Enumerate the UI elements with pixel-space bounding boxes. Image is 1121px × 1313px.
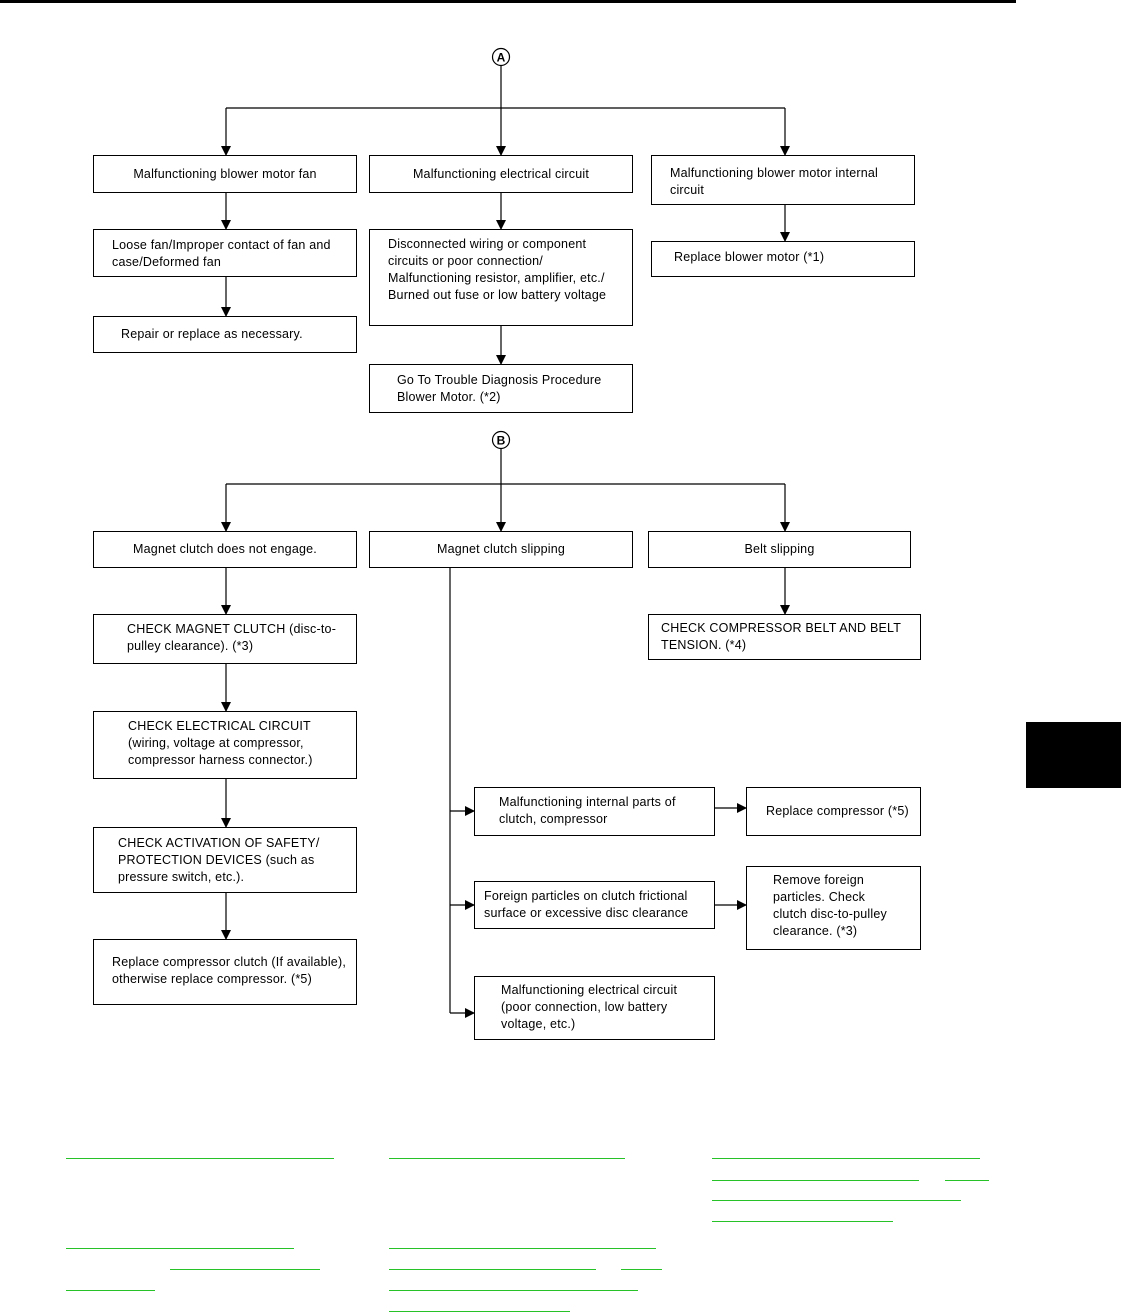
- reference-link[interactable]: [170, 1269, 320, 1270]
- check-electrical-box: CHECK ELECTRICAL CIRCUIT (wiring, voltag…: [93, 711, 357, 779]
- reference-link[interactable]: [712, 1200, 961, 1201]
- reference-link[interactable]: [712, 1158, 980, 1159]
- clutch-not-engage-box: Magnet clutch does not engage.: [93, 531, 357, 568]
- connector-a-circle: [491, 47, 511, 67]
- connector-b-circle: [491, 430, 511, 450]
- reference-link[interactable]: [389, 1290, 638, 1291]
- reference-link[interactable]: [621, 1269, 662, 1270]
- remove-particles-box: Remove foreign particles. Check clutch d…: [746, 866, 921, 950]
- reference-link[interactable]: [66, 1158, 334, 1159]
- connector-a-label: A: [497, 51, 506, 65]
- check-magnet-clutch-box: CHECK MAGNET CLUTCH (disc-to-pulley clea…: [93, 614, 357, 664]
- replace-compressor-box: Replace compressor (*5): [746, 787, 921, 836]
- reference-link[interactable]: [712, 1221, 893, 1222]
- reference-link[interactable]: [389, 1311, 570, 1312]
- connector-b-label: B: [497, 434, 506, 448]
- replace-blower-box: Replace blower motor (*1): [651, 241, 915, 277]
- internal-parts-box: Malfunctioning internal parts of clutch,…: [474, 787, 715, 836]
- blower-internal-box: Malfunctioning blower motor internal cir…: [651, 155, 915, 205]
- belt-slipping-box: Belt slipping: [648, 531, 911, 568]
- reference-link[interactable]: [66, 1248, 294, 1249]
- electrical-circuit-cause-box: Disconnected wiring or component circuit…: [369, 229, 633, 326]
- check-safety-devices-box: CHECK ACTIVATION OF SAFETY/ PROTECTION D…: [93, 827, 357, 893]
- reference-link[interactable]: [66, 1290, 155, 1291]
- reference-link[interactable]: [945, 1180, 989, 1181]
- blower-fan-cause-box: Loose fan/Improper contact of fan and ca…: [93, 229, 357, 277]
- electrical-circuit-slip-box: Malfunctioning electrical circuit (poor …: [474, 976, 715, 1040]
- reference-link[interactable]: [712, 1180, 919, 1181]
- reference-link[interactable]: [389, 1158, 625, 1159]
- trouble-diagnosis-box: Go To Trouble Diagnosis Procedure Blower…: [369, 364, 633, 413]
- header-rule: [0, 0, 1016, 3]
- replace-clutch-box: Replace compressor clutch (If available)…: [93, 939, 357, 1005]
- blower-fan-action-box: Repair or replace as necessary.: [93, 316, 357, 353]
- clutch-slipping-box: Magnet clutch slipping: [369, 531, 633, 568]
- foreign-particles-box: Foreign particles on clutch frictional s…: [474, 881, 715, 929]
- check-belt-box: CHECK COMPRESSOR BELT AND BELT TENSION. …: [648, 614, 921, 660]
- reference-link[interactable]: [389, 1269, 596, 1270]
- reference-link[interactable]: [389, 1248, 656, 1249]
- blower-fan-box: Malfunctioning blower motor fan: [93, 155, 357, 193]
- section-tab: [1026, 722, 1121, 788]
- electrical-circuit-box: Malfunctioning electrical circuit: [369, 155, 633, 193]
